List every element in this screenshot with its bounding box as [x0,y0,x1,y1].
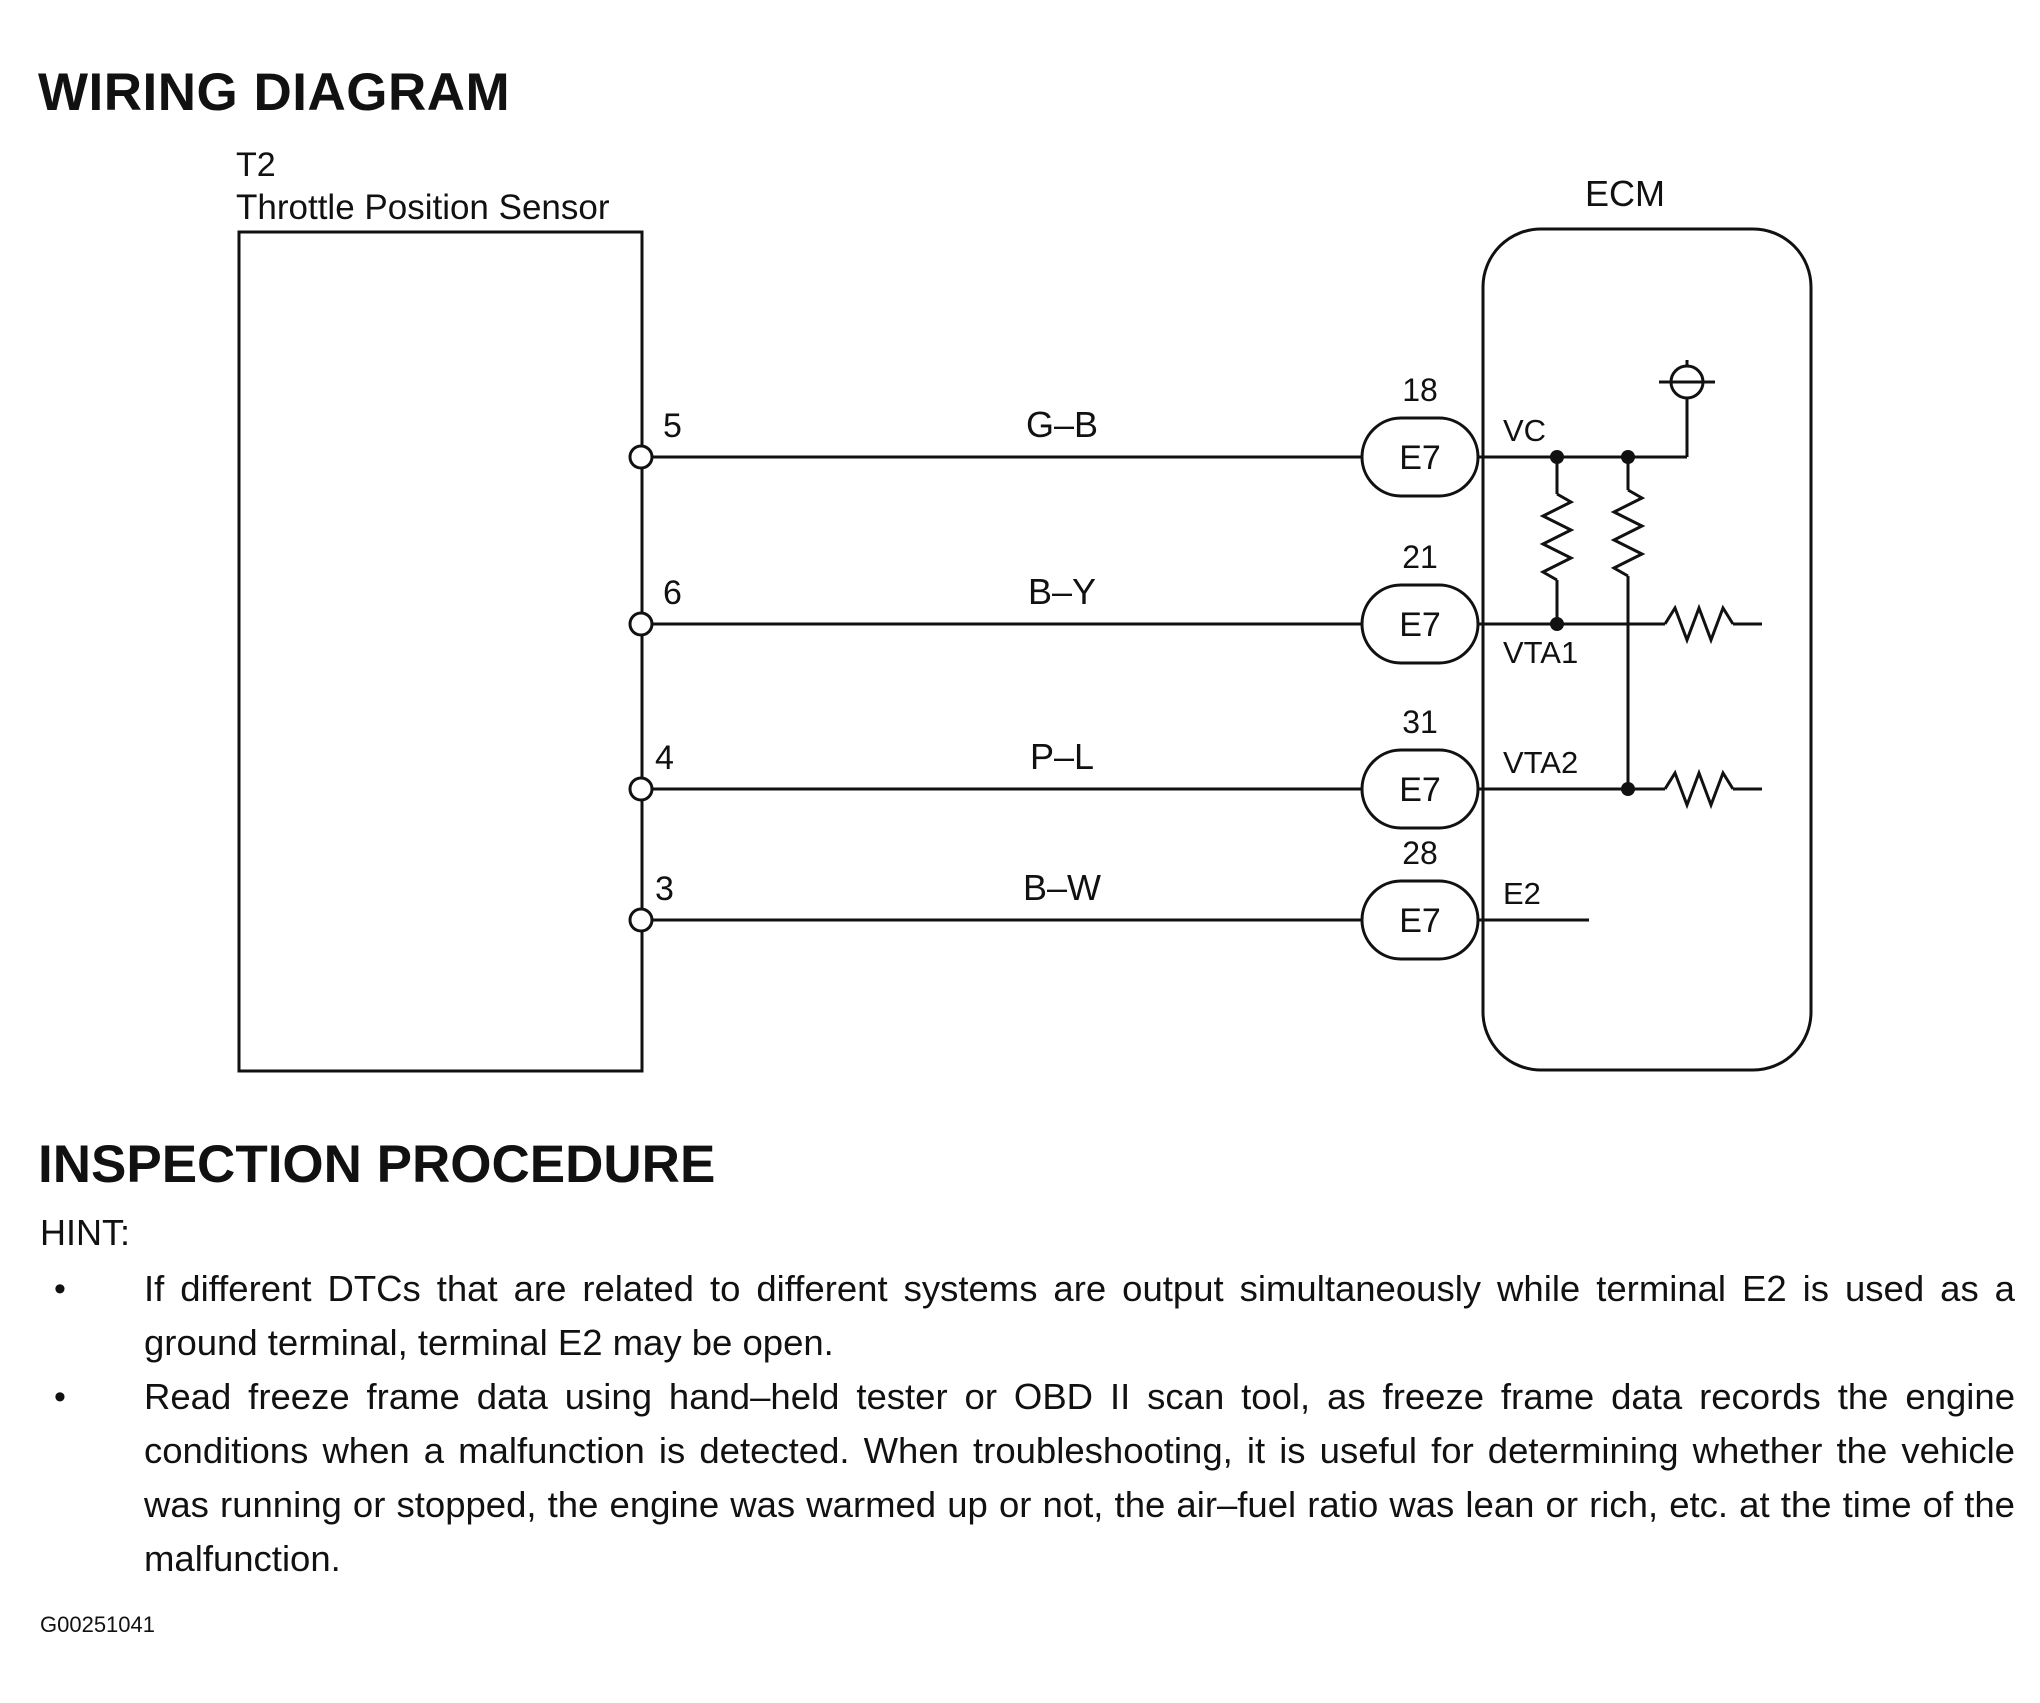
connector-label: E7 [1399,771,1441,809]
resistor-2 [1610,488,1646,578]
list-item: • If different DTCs that are related to … [40,1262,2015,1370]
sensor-pin-label: 5 [663,407,682,445]
bullet-icon: • [54,1270,66,1308]
wire-color-label: P–L [1030,736,1094,777]
vta2-resistor [1663,768,1735,810]
signal-label: VC [1503,413,1546,448]
hint-list: • If different DTCs that are related to … [40,1262,2015,1586]
hint-text: Read freeze frame data using hand–held t… [144,1376,2015,1579]
resistor-1 [1539,492,1575,582]
sensor-terminal [628,611,654,637]
wire-color-label: B–W [1023,867,1101,908]
ecm-pin-number: 28 [1402,835,1438,871]
junction-dot [1550,450,1564,464]
connector-label: E7 [1399,606,1441,644]
list-item: • Read freeze frame data using hand–held… [40,1370,2015,1586]
ecm-pin-number: 21 [1402,539,1438,575]
bullet-icon: • [54,1378,66,1416]
sensor-pin-label: 4 [655,739,674,777]
sensor-name: Throttle Position Sensor [236,188,610,227]
ecm-internal-circuit [1483,360,1762,922]
sensor-terminal [628,907,654,933]
ecm-pin-number: 18 [1402,372,1438,408]
sensor-code: T2 [236,146,276,184]
sensor-box [237,230,644,1073]
sensor-pin-label: 3 [655,870,674,908]
ecm-label: ECM [1585,173,1665,214]
ecm-pin-number: 31 [1402,704,1438,740]
signal-label: VTA2 [1503,745,1578,780]
hint-text: If different DTCs that are related to di… [144,1268,2015,1363]
sensor-terminal [628,776,654,802]
sensor-terminal [628,444,654,470]
hint-label: HINT: [40,1212,130,1253]
wire-color-label: B–Y [1028,571,1096,612]
junction-dot [1621,450,1635,464]
page-title: WIRING DIAGRAM [38,63,511,122]
signal-label: VTA1 [1503,635,1578,670]
inspection-title: INSPECTION PROCEDURE [38,1135,716,1194]
connector-label: E7 [1399,439,1441,477]
signal-label: E2 [1503,876,1541,911]
sensor-pin-label: 6 [663,574,682,612]
junction-dots [1550,450,1635,796]
connector-label: E7 [1399,902,1441,940]
figure-code: G00251041 [40,1612,155,1637]
junction-dot [1550,617,1564,631]
junction-dot [1621,782,1635,796]
ecm-box [1481,227,1813,1072]
wiring-diagram: T2 Throttle Position Sensor ECM 5 G–B E7 18… [236,146,1813,1073]
wire-color-label: G–B [1026,404,1098,445]
vta1-resistor [1663,603,1735,645]
